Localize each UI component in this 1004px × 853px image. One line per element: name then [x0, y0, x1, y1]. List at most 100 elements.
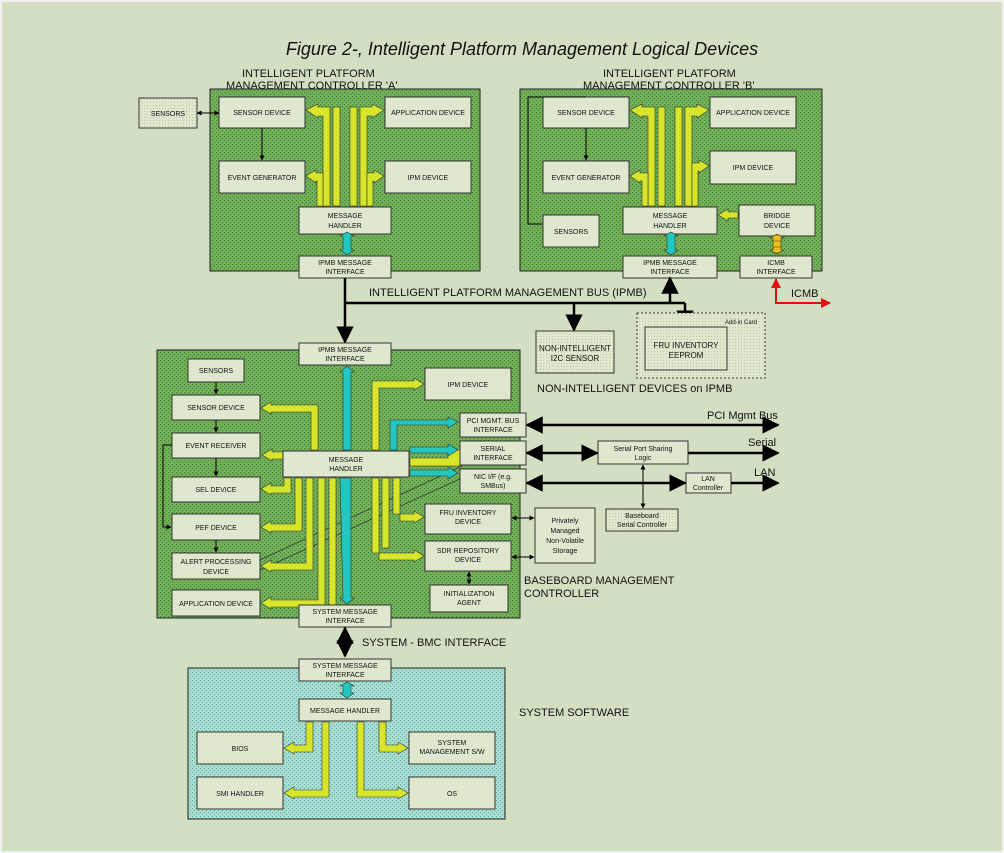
- private-nonvolatile-storage: Privately Managed Non-Volatile Storage: [534, 507, 596, 564]
- svg-text:IPMB MESSAGE: IPMB MESSAGE: [318, 260, 372, 267]
- bmc-fru-inventory-device: FRU INVENTORY DEVICE: [424, 503, 512, 535]
- svg-text:HANDLER: HANDLER: [328, 223, 361, 230]
- svg-text:EEPROM: EEPROM: [669, 351, 704, 360]
- controller-b-event-generator: EVENT GENERATOR: [542, 160, 630, 194]
- svg-text:SENSOR DEVICE: SENSOR DEVICE: [233, 110, 291, 117]
- svg-text:INTERFACE: INTERFACE: [325, 618, 365, 625]
- bmc-label-1: BASEBOARD MANAGEMENT: [524, 575, 675, 587]
- system-software-label: SYSTEM SOFTWARE: [519, 707, 629, 719]
- bmc-sel-device: SEL DEVICE: [171, 476, 261, 503]
- svg-text:MESSAGE: MESSAGE: [329, 457, 364, 464]
- svg-text:DEVICE: DEVICE: [764, 223, 790, 230]
- svg-text:INTERFACE: INTERFACE: [473, 455, 513, 462]
- svg-text:HANDLER: HANDLER: [329, 466, 362, 473]
- svg-text:APPLICATION DEVICE: APPLICATION DEVICE: [716, 110, 790, 117]
- svg-text:Privately: Privately: [552, 518, 579, 525]
- controller-a-ipm-device: IPM DEVICE: [384, 160, 472, 194]
- controller-b-ipm-device: IPM DEVICE: [709, 150, 797, 185]
- bmc-application-device: APPLICATION DEVICE: [171, 589, 261, 617]
- pci-mgmt-bus-label: PCI Mgmt Bus: [707, 410, 778, 422]
- bmc-message-handler: MESSAGE HANDLER: [282, 450, 410, 478]
- controller-b-sensor-device: SENSOR DEVICE: [542, 96, 630, 129]
- svg-text:NIC I/F (e.g.: NIC I/F (e.g.: [474, 474, 512, 481]
- serial-label: Serial: [748, 437, 776, 449]
- figure-title: Figure 2-, Intelligent Platform Manageme…: [286, 39, 758, 59]
- bmc-nic-interface: NIC I/F (e.g. SMBus): [459, 468, 527, 494]
- non-intelligent-devices-label: NON-INTELLIGENT DEVICES on IPMB: [537, 383, 732, 395]
- svg-text:OS: OS: [447, 791, 457, 798]
- svg-text:EVENT GENERATOR: EVENT GENERATOR: [228, 175, 297, 182]
- svg-text:Controller: Controller: [693, 485, 724, 492]
- system-management-sw: SYSTEM MANAGEMENT S/W: [408, 731, 496, 765]
- svg-text:Managed: Managed: [550, 528, 579, 535]
- svg-text:HANDLER: HANDLER: [653, 223, 686, 230]
- bmc-initialization-agent: INITIALIZATION AGENT: [429, 584, 509, 613]
- svg-text:Serial Port Sharing: Serial Port Sharing: [614, 446, 673, 453]
- svg-text:DEVICE: DEVICE: [455, 557, 481, 564]
- svg-text:Storage: Storage: [553, 548, 578, 555]
- svg-text:IPM DEVICE: IPM DEVICE: [448, 382, 489, 389]
- svg-text:SDR REPOSITORY: SDR REPOSITORY: [437, 548, 500, 555]
- svg-text:INITIALIZATION: INITIALIZATION: [444, 591, 495, 598]
- svg-text:ICMB: ICMB: [767, 260, 785, 267]
- controller-b-message-handler: MESSAGE HANDLER: [622, 206, 718, 235]
- controller-b-sensors: SENSORS: [542, 214, 600, 248]
- svg-text:SYSTEM MESSAGE: SYSTEM MESSAGE: [312, 609, 378, 616]
- svg-text:DEVICE: DEVICE: [203, 569, 229, 576]
- svg-text:APPLICATION DEVICE: APPLICATION DEVICE: [391, 110, 465, 117]
- bmc-event-receiver: EVENT RECEIVER: [171, 432, 261, 459]
- svg-text:SENSORS: SENSORS: [199, 368, 234, 375]
- svg-text:EVENT RECEIVER: EVENT RECEIVER: [186, 443, 247, 450]
- svg-text:IPM DEVICE: IPM DEVICE: [408, 175, 449, 182]
- svg-text:SYSTEM: SYSTEM: [438, 740, 467, 747]
- svg-text:INTERFACE: INTERFACE: [325, 269, 365, 276]
- controller-b-application-device: APPLICATION DEVICE: [709, 96, 797, 129]
- svg-text:SENSOR DEVICE: SENSOR DEVICE: [557, 110, 615, 117]
- svg-text:Non-Volatile: Non-Volatile: [546, 538, 584, 545]
- controller-a-sensor-device: SENSOR DEVICE: [218, 96, 306, 129]
- svg-text:MESSAGE: MESSAGE: [328, 213, 363, 220]
- svg-text:SENSORS: SENSORS: [554, 229, 589, 236]
- svg-text:FRU INVENTORY: FRU INVENTORY: [653, 341, 719, 350]
- svg-text:SMBus): SMBus): [481, 483, 506, 490]
- bios: BIOS: [196, 731, 284, 765]
- controller-a-label-1: INTELLIGENT PLATFORM: [242, 68, 375, 80]
- ipmb-bus-label: INTELLIGENT PLATFORM MANAGEMENT BUS (IPM…: [369, 287, 646, 299]
- svg-text:LAN: LAN: [701, 476, 715, 483]
- svg-text:APPLICATION DEVICE: APPLICATION DEVICE: [179, 601, 253, 608]
- controller-b-label-1: INTELLIGENT PLATFORM: [603, 68, 736, 80]
- svg-text:SERIAL: SERIAL: [481, 446, 506, 453]
- bmc-serial-interface: SERIAL INTERFACE: [459, 440, 527, 466]
- svg-text:INTERFACE: INTERFACE: [325, 356, 365, 363]
- svg-text:IPMB MESSAGE: IPMB MESSAGE: [318, 347, 372, 354]
- svg-text:FRU INVENTORY: FRU INVENTORY: [440, 510, 497, 517]
- system-message-interface: SYSTEM MESSAGE INTERFACE: [298, 658, 392, 682]
- svg-text:AGENT: AGENT: [457, 600, 482, 607]
- bmc-pci-mgmt-bus-interface: PCI MGMT. BUS INTERFACE: [459, 412, 527, 438]
- bmc-sensors: SENSORS: [187, 358, 245, 383]
- svg-text:BIOS: BIOS: [232, 746, 249, 753]
- operating-system: OS: [408, 776, 496, 810]
- controller-a-ipmb-interface: IPMB MESSAGE INTERFACE: [298, 255, 392, 279]
- svg-text:BRIDGE: BRIDGE: [764, 213, 791, 220]
- svg-text:INTERFACE: INTERFACE: [756, 269, 796, 276]
- bmc-ipmb-interface: IPMB MESSAGE INTERFACE: [298, 342, 392, 366]
- svg-text:SENSOR DEVICE: SENSOR DEVICE: [187, 405, 245, 412]
- system-message-handler: MESSAGE HANDLER: [298, 698, 392, 722]
- svg-text:SYSTEM MESSAGE: SYSTEM MESSAGE: [312, 663, 378, 670]
- lan-label: LAN: [754, 467, 775, 479]
- svg-text:IPMB MESSAGE: IPMB MESSAGE: [643, 260, 697, 267]
- svg-text:PEF DEVICE: PEF DEVICE: [195, 525, 237, 532]
- baseboard-serial-controller: Baseboard Serial Controller: [605, 508, 679, 532]
- bmc-system-message-interface: SYSTEM MESSAGE INTERFACE: [298, 604, 392, 628]
- bmc-sensor-device: SENSOR DEVICE: [171, 394, 261, 421]
- svg-text:PCI MGMT. BUS: PCI MGMT. BUS: [467, 418, 520, 425]
- svg-text:MANAGEMENT S/W: MANAGEMENT S/W: [419, 749, 485, 756]
- svg-text:DEVICE: DEVICE: [455, 519, 481, 526]
- svg-text:MESSAGE HANDLER: MESSAGE HANDLER: [310, 708, 380, 715]
- svg-text:Logic: Logic: [635, 455, 652, 462]
- lan-controller: LAN Controller: [685, 472, 732, 494]
- svg-text:Serial Controller: Serial Controller: [617, 522, 668, 529]
